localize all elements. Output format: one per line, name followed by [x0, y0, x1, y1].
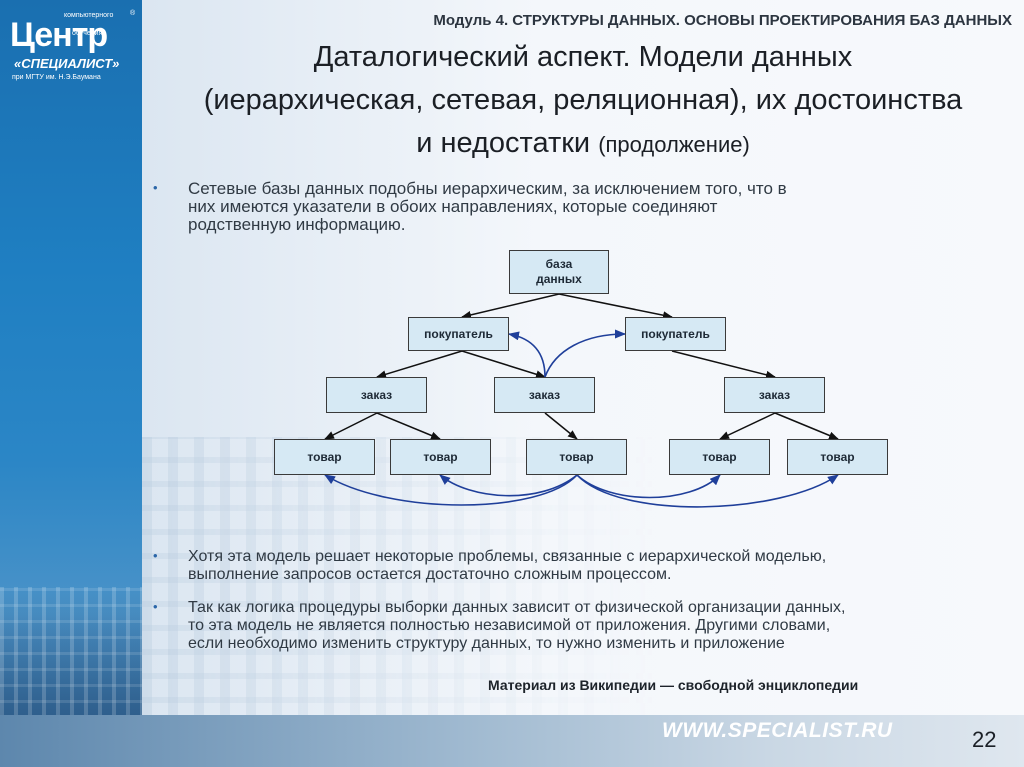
bullet-1-line-2: них имеются указатели в обоих направлени… [188, 197, 718, 216]
bullet-3-line-3: если необходимо изменить структуру данны… [188, 635, 785, 652]
node-order: заказ [724, 377, 825, 413]
logo: компьютерного Центр обучения «СПЕЦИАЛИСТ… [6, 8, 136, 88]
node-order: заказ [494, 377, 595, 413]
node-database-line2: данных [536, 272, 582, 286]
bullet-2-line-2: выполнение запросов остается достаточно … [188, 566, 672, 583]
node-product: товар [274, 439, 375, 475]
node-database-line1: база [545, 257, 573, 271]
website-link[interactable]: WWW.SPECIALIST.RU [662, 719, 893, 742]
bullet-paragraph-3: Так как логика процедуры выборки данных … [188, 599, 1018, 653]
node-product: товар [526, 439, 627, 475]
node-product: товар [787, 439, 888, 475]
logo-registered-mark: ® [130, 10, 136, 17]
module-title: Модуль 4. СТРУКТУРЫ ДАННЫХ. ОСНОВЫ ПРОЕК… [433, 12, 1012, 29]
sidebar-band [0, 0, 142, 767]
title-line-2: (иерархическая, сетевая, реляционная), и… [203, 84, 963, 116]
logo-text-big: Центр [10, 16, 108, 54]
node-product: товар [669, 439, 770, 475]
bullet-paragraph-1: Сетевые базы данных подобны иерархически… [188, 180, 1008, 234]
logo-text-special: «СПЕЦИАЛИСТ» [14, 56, 120, 71]
bullet-marker: • [153, 599, 158, 614]
bullet-paragraph-2: Хотя эта модель решает некоторые проблем… [188, 548, 1018, 584]
bullet-marker: • [153, 180, 158, 195]
title-line-3-text: и недостатки [416, 127, 591, 159]
logo-text-line2: обучения [72, 30, 103, 37]
footer-band [0, 715, 1024, 767]
node-customer: покупатель [625, 317, 726, 351]
node-order: заказ [326, 377, 427, 413]
title-line-1: Даталогический аспект. Модели данных [313, 41, 853, 73]
node-database: база данных [509, 250, 609, 294]
bullet-1-line-3: родственную информацию. [188, 215, 406, 234]
bullet-2-line-1: Хотя эта модель решает некоторые проблем… [188, 548, 827, 565]
bullet-3-line-2: то эта модель не является полностью неза… [188, 617, 831, 634]
title-line-3: и недостатки (продолжение) [142, 122, 1024, 166]
logo-text-line1: компьютерного [64, 12, 114, 19]
bullet-marker: • [153, 548, 158, 563]
bullet-3-line-1: Так как логика процедуры выборки данных … [188, 599, 846, 616]
title-continuation: (продолжение) [598, 132, 750, 157]
page-number: 22 [972, 727, 997, 752]
slide-title: Даталогический аспект. Модели данных (ие… [142, 36, 1024, 166]
source-attribution: Материал из Википедии — свободной энцикл… [488, 677, 859, 693]
bullet-1-line-1: Сетевые базы данных подобны иерархически… [188, 179, 787, 198]
logo-text-mgtu: при МГТУ им. Н.Э.Баумана [12, 74, 101, 81]
node-customer: покупатель [408, 317, 509, 351]
node-product: товар [390, 439, 491, 475]
